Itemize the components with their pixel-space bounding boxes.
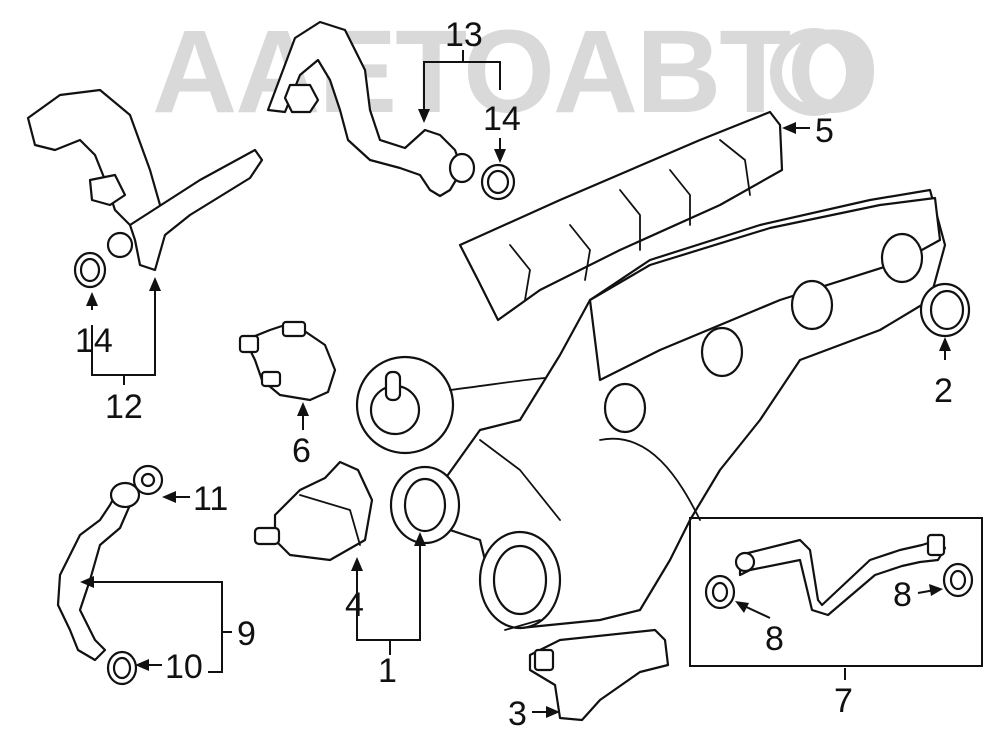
coolant-line-icon — [56, 464, 164, 686]
callout-9: 9 — [237, 615, 256, 653]
callout-5: 5 — [815, 112, 834, 150]
callout-1: 1 — [378, 652, 397, 690]
callout-7: 7 — [834, 682, 853, 720]
support-bracket-icon — [528, 628, 670, 722]
turbocharger-icon — [355, 188, 947, 631]
callout-8-left: 8 — [765, 620, 784, 658]
callout-6: 6 — [292, 432, 311, 470]
callout-labels: 1 2 3 4 5 6 7 8 8 9 10 11 12 13 14 14 — [75, 16, 953, 733]
wastegate-actuator-icon — [253, 460, 374, 562]
gasket-ring-left-icon — [73, 251, 107, 289]
callout-10: 10 — [165, 648, 203, 686]
coolant-hose-icon — [266, 20, 476, 198]
callout-12: 12 — [105, 388, 143, 426]
watermark-registered-icon — [770, 28, 858, 116]
callout-14-left: 14 — [75, 322, 113, 360]
callout-13: 13 — [445, 16, 483, 54]
gasket-ring-icon — [919, 282, 971, 338]
callout-2: 2 — [934, 372, 953, 410]
callout-4: 4 — [345, 586, 364, 624]
callout-3: 3 — [508, 695, 527, 733]
callout-8-right: 8 — [893, 576, 912, 614]
leader-lines — [80, 50, 951, 718]
heat-shield-icon — [458, 110, 784, 322]
pressure-converter-valve-icon — [238, 320, 337, 402]
oil-line-detail-icon — [704, 533, 974, 617]
callout-14-top: 14 — [483, 100, 521, 138]
detail-box — [689, 517, 983, 667]
oil-feed-line-icon — [26, 88, 264, 272]
gasket-ring-top-icon — [480, 163, 516, 201]
callout-11: 11 — [193, 480, 228, 518]
